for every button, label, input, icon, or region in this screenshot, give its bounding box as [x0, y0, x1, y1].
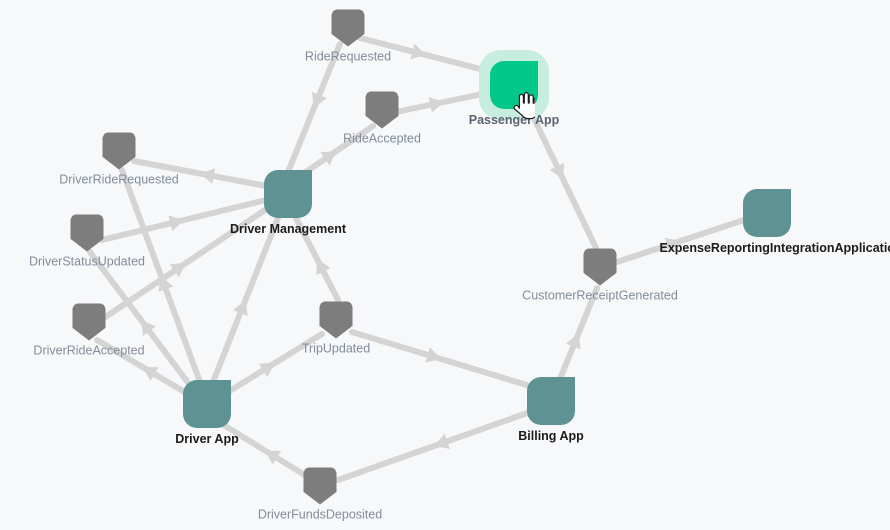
- event-node-ride-requested[interactable]: RideRequested: [305, 9, 391, 64]
- event-shield-icon[interactable]: [70, 214, 104, 252]
- graph-edge: [99, 197, 269, 243]
- edge-arrowhead: [258, 363, 275, 378]
- graph-edge: [527, 107, 599, 251]
- edge-arrowhead: [425, 347, 441, 363]
- graph-edge: [393, 89, 495, 115]
- event-shield-icon[interactable]: [303, 467, 337, 505]
- event-shield-icon[interactable]: [72, 303, 106, 341]
- graph-edge: [101, 205, 271, 321]
- edge-arrowhead: [320, 151, 337, 166]
- edge-arrowhead: [169, 263, 186, 278]
- event-node-driver-ride-accepted[interactable]: DriverRideAccepted: [33, 303, 145, 358]
- edge-arrowhead: [265, 450, 282, 465]
- edge-arrowhead: [664, 237, 681, 253]
- app-node-driver-app[interactable]: Driver App: [175, 380, 239, 446]
- event-shield-icon[interactable]: [319, 301, 353, 339]
- event-shield-icon[interactable]: [583, 248, 617, 286]
- event-node-trip-updated[interactable]: TripUpdated: [302, 301, 370, 356]
- event-shield-icon[interactable]: [102, 132, 136, 170]
- app-node-shape-icon[interactable]: [183, 380, 231, 428]
- graph-edge: [225, 331, 325, 395]
- edge-arrowhead: [434, 433, 450, 449]
- graph-edge: [210, 215, 281, 385]
- edge-arrowhead: [410, 43, 426, 60]
- graph-edge: [131, 158, 269, 189]
- app-node-shape-icon[interactable]: [490, 61, 538, 109]
- edge-arrowhead: [549, 162, 565, 179]
- app-node-passenger-app[interactable]: Passenger App: [469, 50, 559, 127]
- app-node-shape-icon[interactable]: [264, 170, 312, 218]
- app-node-shape-icon[interactable]: [743, 189, 791, 237]
- edge-arrowhead: [311, 92, 327, 108]
- edge-arrowhead: [428, 97, 444, 113]
- event-node-driver-funds-deposited[interactable]: DriverFundsDeposited: [258, 467, 382, 522]
- edge-arrowhead: [200, 168, 216, 184]
- graph-edge: [557, 285, 600, 382]
- app-node-shape-icon[interactable]: [527, 377, 575, 425]
- edge-arrowhead: [168, 215, 184, 232]
- event-shield-icon[interactable]: [365, 91, 399, 129]
- edge-arrowhead: [142, 367, 159, 382]
- graph-edge: [335, 409, 533, 483]
- event-shield-icon[interactable]: [331, 9, 365, 47]
- graph-edge: [293, 215, 341, 303]
- graph-edge: [219, 421, 311, 480]
- app-node-driver-management[interactable]: Driver Management: [230, 170, 346, 236]
- graph-edge: [94, 337, 191, 397]
- event-node-customer-receipt-generated[interactable]: CustomerReceiptGenerated: [522, 248, 678, 303]
- graph-edge: [297, 123, 376, 179]
- event-node-driver-status-updated[interactable]: DriverStatusUpdated: [29, 214, 145, 269]
- edge-arrowhead: [232, 300, 248, 316]
- graph-edge: [614, 217, 747, 265]
- app-node-expense-reporting-integration-application[interactable]: ExpenseReportingIntegrationApplication: [660, 189, 890, 255]
- event-node-ride-accepted[interactable]: RideAccepted: [343, 91, 421, 146]
- edge-arrowhead: [565, 333, 581, 350]
- graph-edge: [285, 41, 343, 175]
- event-node-driver-ride-requested[interactable]: DriverRideRequested: [59, 132, 179, 187]
- edge-arrowhead: [316, 259, 331, 276]
- edge-arrowhead: [141, 320, 156, 337]
- graph-edge: [87, 249, 195, 391]
- graph-edge: [349, 329, 533, 389]
- graph-edge: [357, 35, 495, 75]
- app-node-billing-app[interactable]: Billing App: [518, 377, 584, 443]
